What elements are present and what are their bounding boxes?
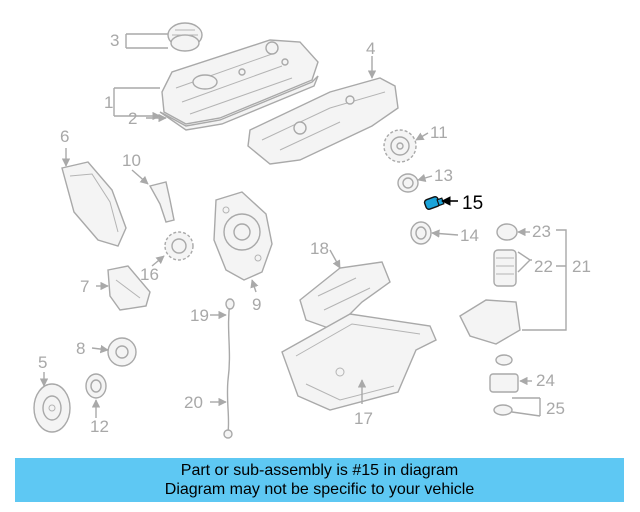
callout-24: 24 — [536, 371, 555, 390]
callout-4: 4 — [366, 39, 375, 58]
callout-23: 23 — [532, 222, 551, 241]
callout-12: 12 — [90, 417, 109, 436]
callout-13: 13 — [434, 166, 453, 185]
baffle-18 — [299, 261, 391, 331]
cam-seal — [397, 173, 419, 193]
banner-line-2: Diagram may not be specific to your vehi… — [164, 481, 475, 498]
callout-2: 2 — [128, 109, 137, 128]
callout-17: 17 — [354, 409, 373, 428]
crank-pulley-5 — [33, 383, 71, 433]
valve-cover — [159, 39, 319, 131]
upper-timing-cover — [247, 77, 399, 165]
callout-18: 18 — [310, 239, 329, 258]
info-banner: Part or sub-assembly is #15 in diagram D… — [15, 458, 624, 502]
callout-7: 7 — [80, 277, 89, 296]
bracket-10 — [148, 181, 175, 223]
highlighted-part-15 — [423, 196, 445, 210]
seal-14 — [410, 221, 432, 245]
timing-cover-9 — [213, 191, 273, 281]
callout-14: 14 — [460, 226, 479, 245]
banner-line-1: Part or sub-assembly is #15 in diagram — [180, 462, 459, 479]
parts-diagram: 1 2 3 4 5 6 7 8 9 10 11 12 13 14 15 16 1… — [33, 22, 591, 439]
callout-11: 11 — [430, 123, 448, 142]
oil-filter-assembly — [459, 223, 521, 416]
callout-25: 25 — [546, 399, 565, 418]
sprocket-12 — [85, 373, 107, 399]
callout-labels: 1 2 3 4 5 6 7 8 9 10 11 12 13 14 15 16 1… — [38, 31, 591, 436]
callout-16: 16 — [140, 265, 159, 284]
callout-19: 19 — [190, 306, 209, 325]
oil-filler-cap — [167, 22, 203, 52]
camshaft-sprocket — [383, 129, 417, 163]
callout-3: 3 — [110, 31, 119, 50]
callout-15: 15 — [462, 193, 483, 214]
bracket-7 — [107, 265, 151, 311]
callout-9: 9 — [252, 295, 261, 314]
dipstick — [223, 298, 235, 439]
pulley-8 — [107, 337, 137, 367]
leader-lines — [39, 33, 567, 418]
callout-1: 1 — [104, 93, 113, 112]
callout-20: 20 — [184, 393, 203, 412]
callout-10: 10 — [122, 151, 141, 170]
oil-pan — [281, 313, 437, 411]
gear-16 — [164, 231, 194, 261]
callout-6: 6 — [60, 127, 69, 146]
rear-timing-cover — [61, 161, 127, 247]
callout-22: 22 — [534, 257, 553, 276]
callout-5: 5 — [38, 353, 47, 372]
callout-21: 21 — [572, 257, 591, 276]
callout-8: 8 — [76, 339, 85, 358]
